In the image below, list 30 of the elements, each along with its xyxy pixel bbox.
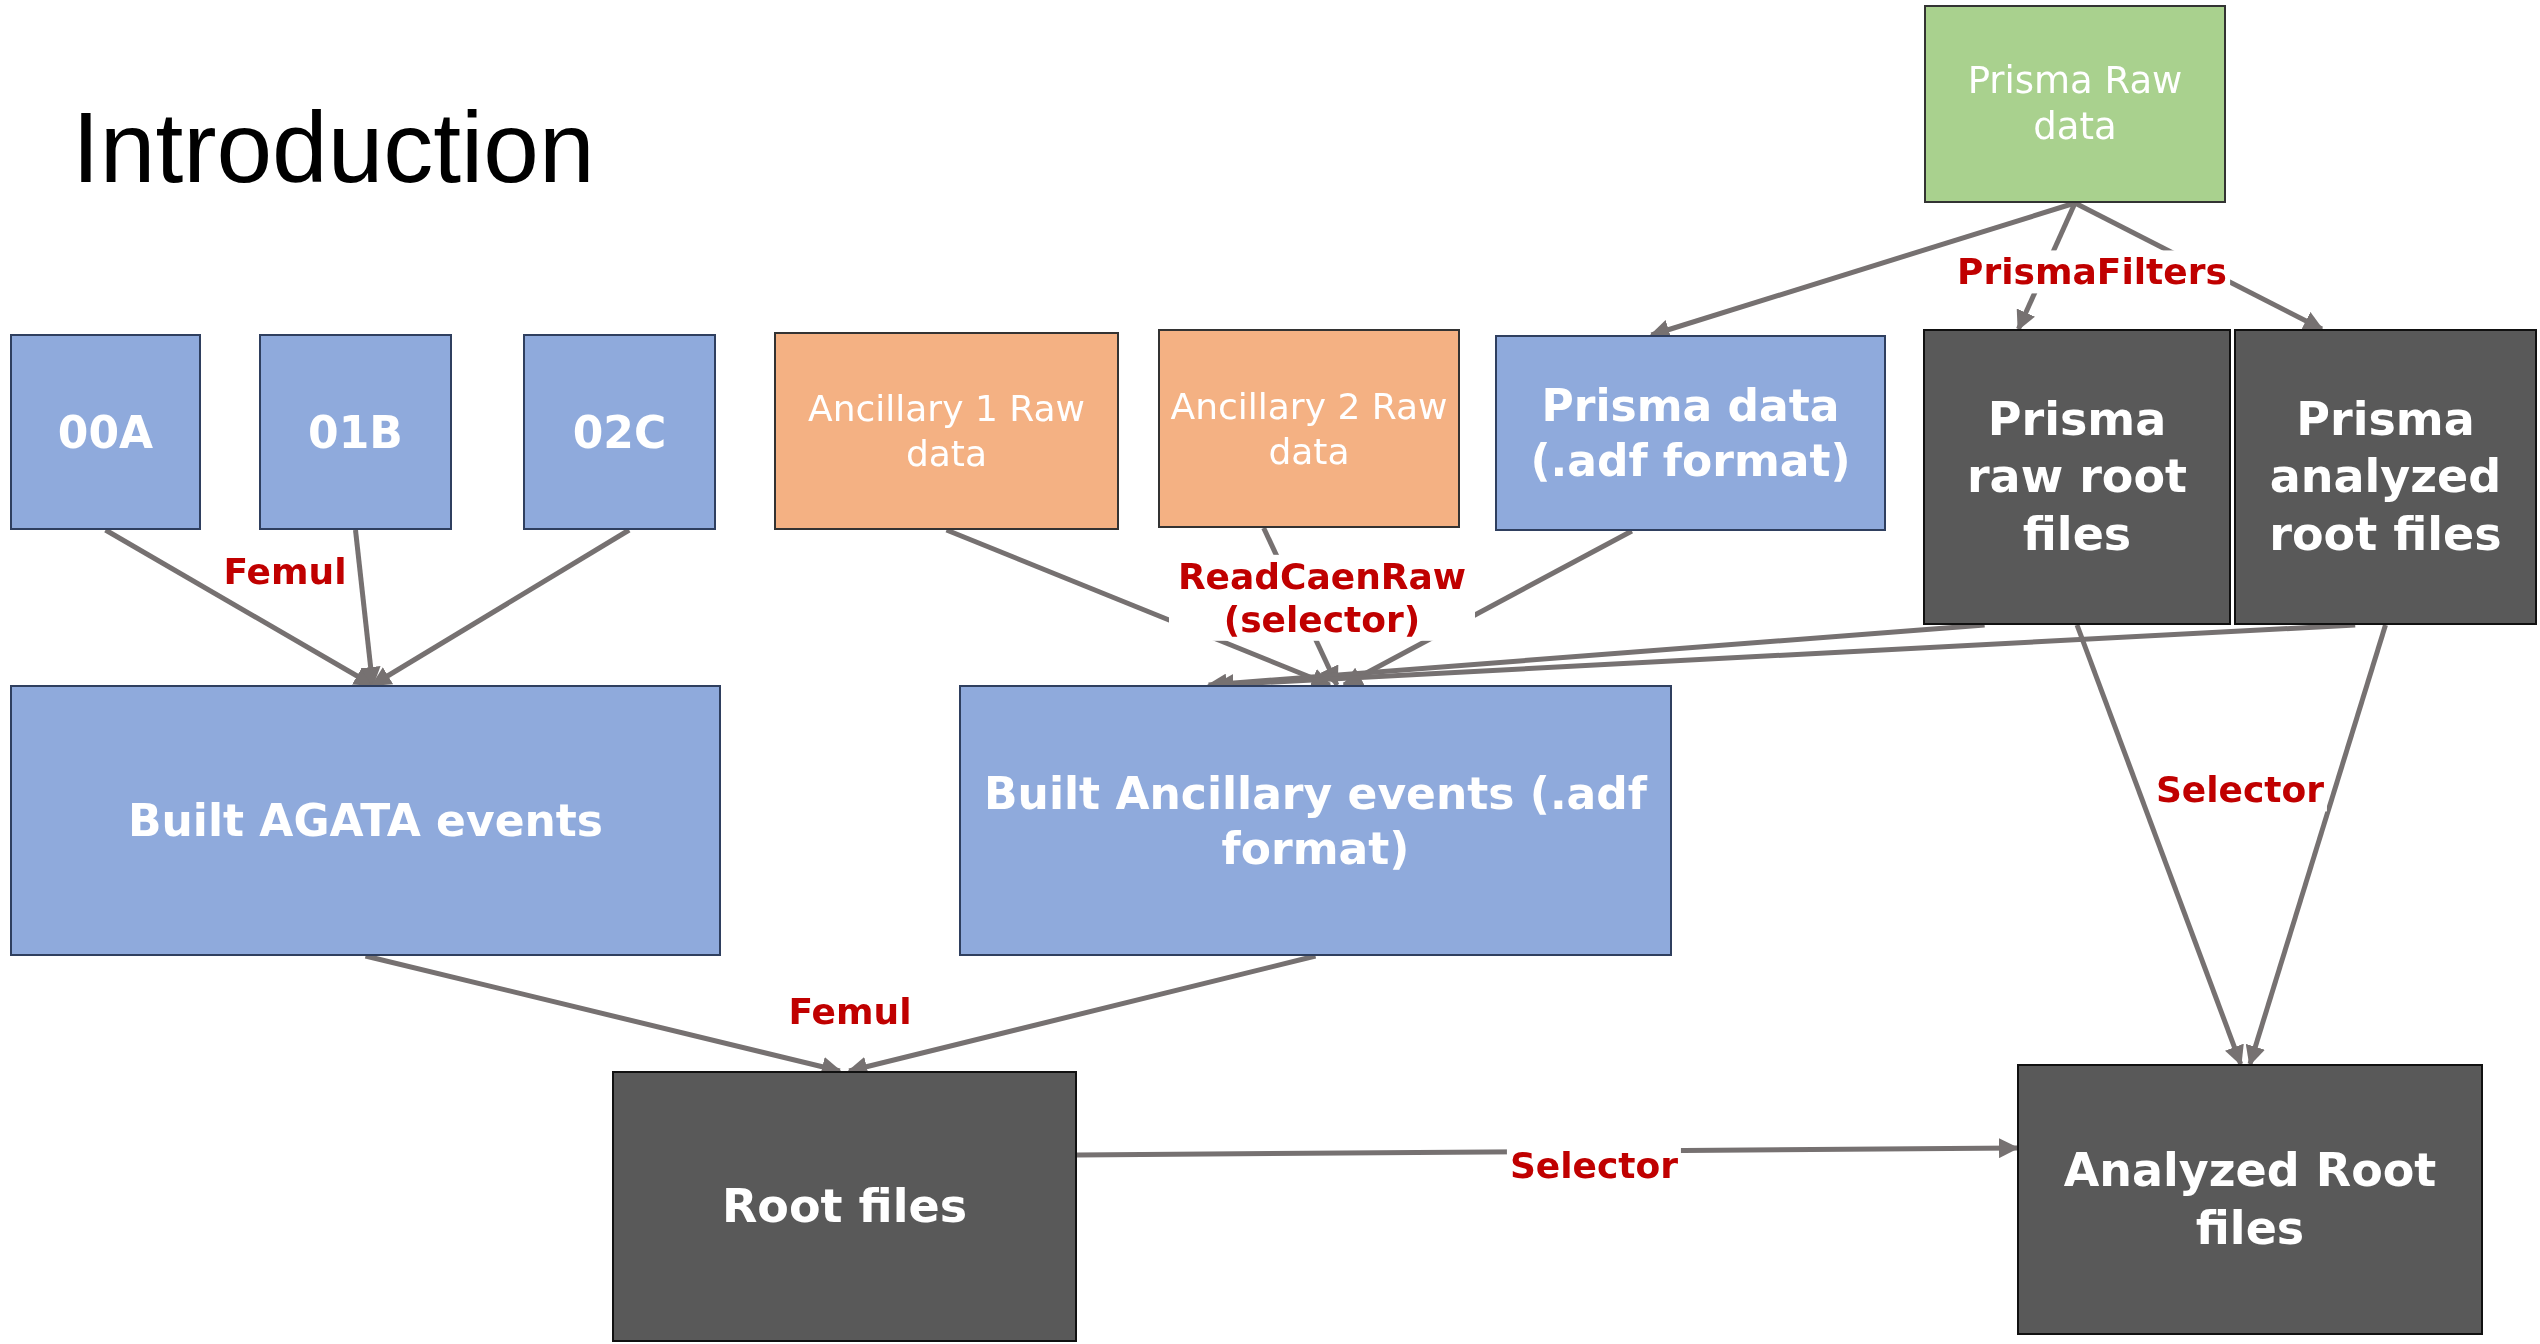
data-box [1158,329,1460,528]
file-box [612,1071,1077,1342]
process-box [1495,335,1886,531]
process-box [259,334,452,530]
file-box [1923,329,2231,625]
box-label: Prisma raw root files [1965,390,2189,563]
box-label: 00A [57,405,154,460]
process-box [523,334,716,530]
box-label: 02C [572,405,667,460]
edge-label: ReadCaenRaw (selector) [1169,554,1475,642]
box-label: Root files [721,1177,968,1235]
arrow [2074,624,2244,1066]
box-label: Built AGATA events [127,794,604,848]
box-label: Prisma Raw data [1966,57,2184,150]
box-label: Built Ancillary events (.adf format) [983,766,1649,876]
box-label: 01B [308,405,403,460]
data-box [1924,5,2226,203]
box-label: Ancillary 1 Raw data [807,387,1086,476]
arrow [2245,624,2388,1066]
process-box [10,685,721,956]
file-box [2017,1064,2483,1335]
box-label: Prisma analyzed root files [2268,390,2503,563]
process-box [959,685,1672,956]
data-box [774,332,1119,530]
box-label: Prisma data (.adf format) [1529,379,1852,488]
slide-title: Introduction [72,90,595,205]
box-label: Ancillary 2 Raw data [1169,384,1449,474]
file-box [2234,329,2537,625]
process-box [10,334,201,530]
box-label: Analyzed Root files [2062,1142,2438,1257]
